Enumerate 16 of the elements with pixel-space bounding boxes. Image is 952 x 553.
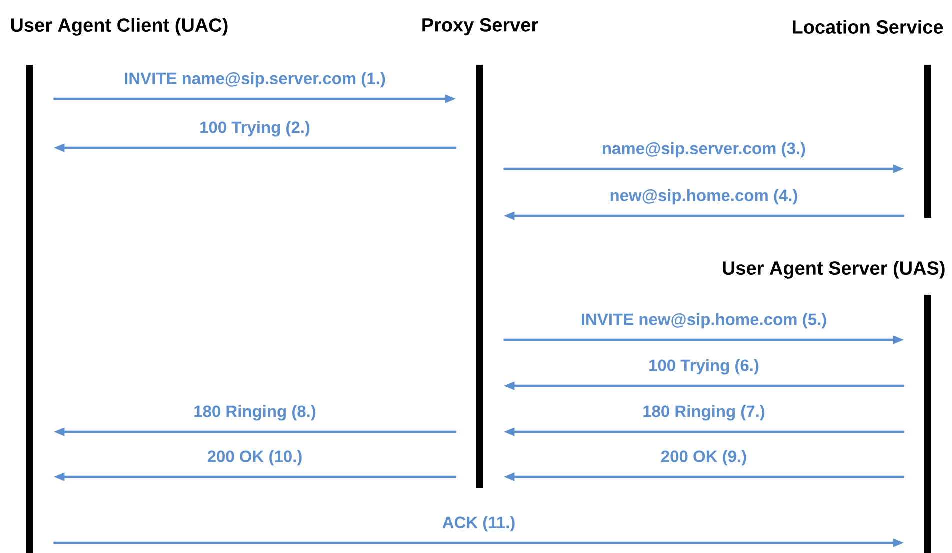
edge-label: 100 Trying (6.)	[650, 359, 759, 375]
edge-label: ACK (11.)	[442, 516, 515, 532]
edge-label: INVITE new@sip.home.com (5.)	[582, 313, 826, 329]
edge-label: INVITE name@sip.server.com (1.)	[125, 72, 386, 88]
node-label: Proxy Server	[422, 18, 538, 36]
node-label: User Agent Server (UAS)	[723, 261, 945, 279]
edge-label: 180 Ringing (8.)	[194, 405, 316, 421]
edge-label: 200 OK (10.)	[208, 450, 302, 466]
edge-label: name@sip.server.com (3.)	[603, 142, 806, 158]
edge-label: 100 Trying (2.)	[200, 121, 310, 137]
node-label: Location Service	[793, 20, 944, 34]
edge-label: 200 OK (9.)	[661, 450, 746, 466]
edge-label: new@sip.home.com (4.)	[610, 189, 798, 205]
node-label: User Agent Client (UAC)	[11, 18, 228, 36]
lifeline: Proxy Server	[422, 18, 538, 488]
edge-label: 180 Ringing (7.)	[644, 405, 765, 421]
